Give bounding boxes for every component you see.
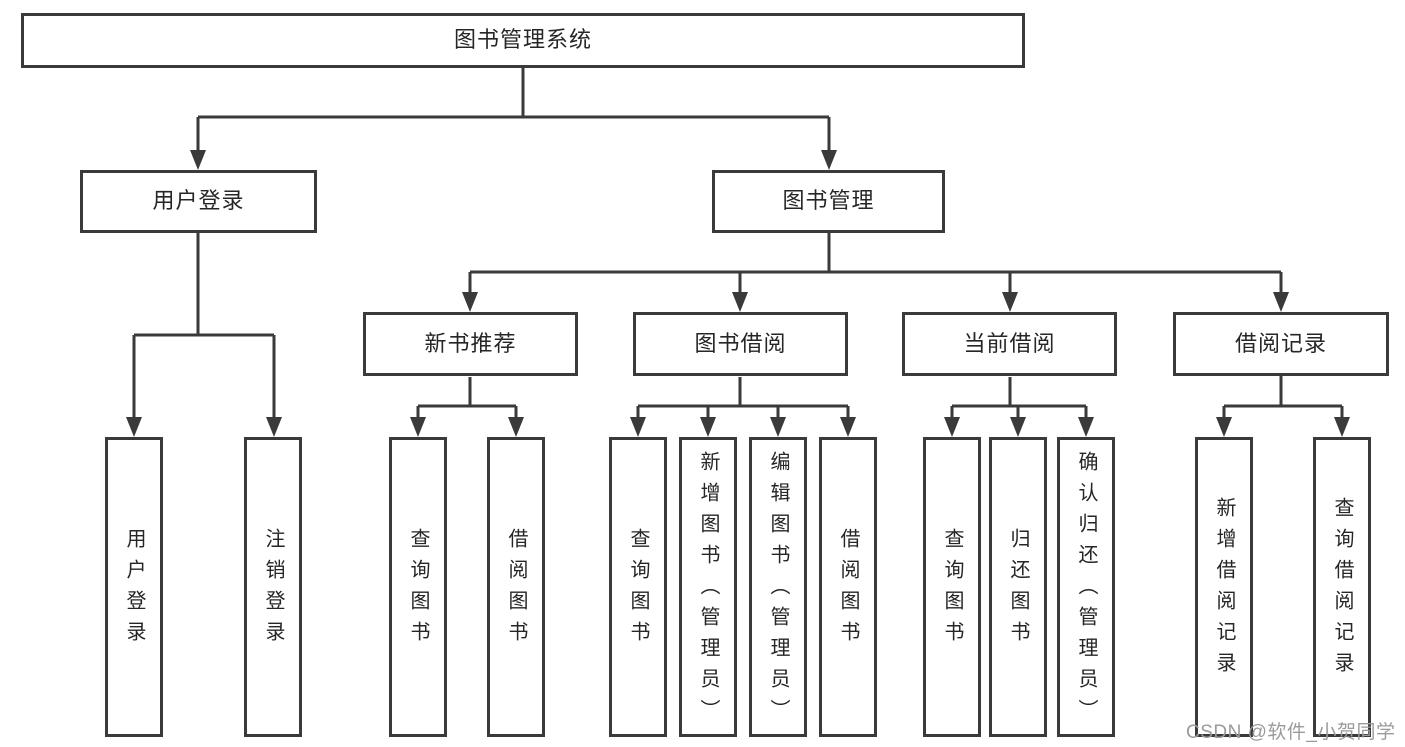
node-new-book-recommend: 新书推荐 — [363, 312, 578, 376]
leaf-query-borrow-record: 查询借阅记录 — [1313, 437, 1371, 737]
node-root: 图书管理系统 — [21, 13, 1025, 68]
leaf-edit-books-admin: 编辑图书（管理员） — [749, 437, 807, 737]
leaf-query-books-borrow: 查询图书 — [609, 437, 667, 737]
leaf-query-books-current: 查询图书 — [923, 437, 981, 737]
leaf-user-login: 用户登录 — [105, 437, 163, 737]
node-borrow-records: 借阅记录 — [1173, 312, 1389, 376]
node-user-login: 用户登录 — [80, 170, 317, 233]
leaf-return-books: 归还图书 — [989, 437, 1047, 737]
leaf-borrow-books-recommend: 借阅图书 — [487, 437, 545, 737]
leaf-confirm-return-admin: 确认归还（管理员） — [1057, 437, 1115, 737]
leaf-logout: 注销登录 — [244, 437, 302, 737]
node-book-borrow: 图书借阅 — [633, 312, 848, 376]
leaf-query-books-recommend: 查询图书 — [389, 437, 447, 737]
arrowheads — [126, 150, 1350, 437]
watermark: CSDN @软件_小贺同学 — [1186, 722, 1396, 743]
node-current-borrow: 当前借阅 — [902, 312, 1117, 376]
leaf-borrow-books: 借阅图书 — [819, 437, 877, 737]
leaf-add-books-admin: 新增图书（管理员） — [679, 437, 737, 737]
leaf-add-borrow-record: 新增借阅记录 — [1195, 437, 1253, 737]
node-book-management: 图书管理 — [712, 170, 945, 233]
